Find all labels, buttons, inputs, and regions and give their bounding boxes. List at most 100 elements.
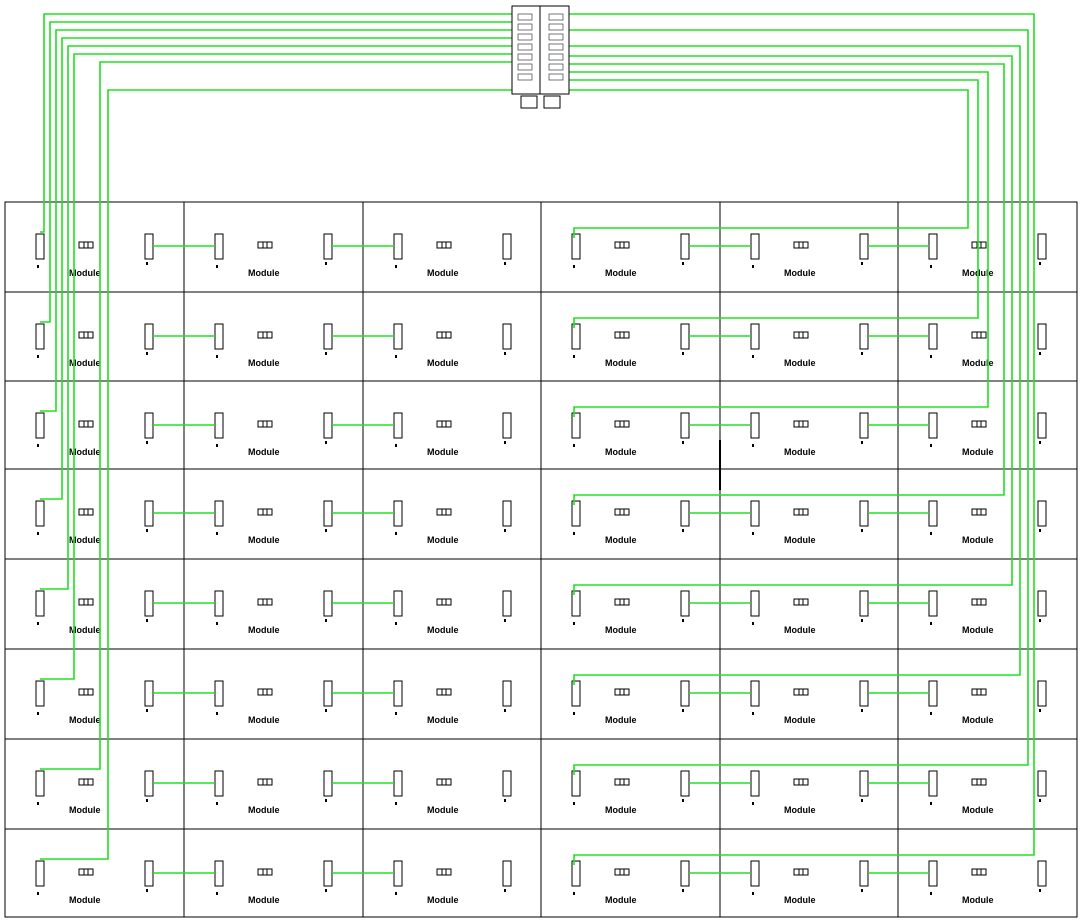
chip-icon xyxy=(793,508,809,516)
module-cell: Module xyxy=(719,201,899,293)
chip-icon xyxy=(793,420,809,428)
chip-icon xyxy=(614,241,630,249)
module-cell: Module xyxy=(183,648,364,740)
right-connector xyxy=(859,680,869,707)
module-label: Module xyxy=(962,535,994,545)
left-connector xyxy=(393,770,403,797)
left-connector-pin xyxy=(216,265,218,268)
right-connector xyxy=(502,770,512,797)
right-connector-pin xyxy=(682,262,684,265)
right-connector xyxy=(144,860,154,887)
module-cell-border xyxy=(719,648,899,740)
chip-icon xyxy=(971,688,987,696)
left-connector-pin xyxy=(930,892,932,895)
right-connector xyxy=(502,412,512,439)
module-cell-border xyxy=(183,738,364,830)
module-cell: Module xyxy=(183,738,364,830)
left-connector-pin xyxy=(395,355,397,358)
right-connector xyxy=(1037,860,1047,887)
left-connector-pin xyxy=(752,712,754,715)
chip-icon xyxy=(257,688,273,696)
left-connector-pin xyxy=(216,622,218,625)
chip-icon xyxy=(436,868,452,876)
module-label: Module xyxy=(248,447,280,457)
left-connector-pin xyxy=(573,265,575,268)
module-label: Module xyxy=(248,535,280,545)
left-connector xyxy=(571,323,581,350)
left-connector xyxy=(571,233,581,260)
left-connector-pin xyxy=(752,355,754,358)
left-connector xyxy=(928,233,938,260)
left-connector-pin xyxy=(930,444,932,447)
module-label: Module xyxy=(248,895,280,905)
module-label: Module xyxy=(784,535,816,545)
left-connector xyxy=(393,323,403,350)
right-connector xyxy=(859,590,869,617)
right-connector xyxy=(680,500,690,527)
right-connector xyxy=(144,233,154,260)
hub-port-right xyxy=(548,33,564,41)
right-connector-pin xyxy=(861,619,863,622)
left-connector-pin xyxy=(752,892,754,895)
module-cell-border xyxy=(4,558,185,650)
right-connector-pin xyxy=(146,441,148,444)
module-cell: Module xyxy=(362,648,542,740)
left-connector xyxy=(928,500,938,527)
right-connector xyxy=(323,500,333,527)
right-connector-pin xyxy=(146,529,148,532)
hub-left-wire xyxy=(40,37,515,500)
module-cell: Module xyxy=(719,648,899,740)
chip-icon xyxy=(614,778,630,786)
right-connector-pin xyxy=(146,709,148,712)
left-connector xyxy=(35,412,45,439)
left-connector-pin xyxy=(216,532,218,535)
left-connector xyxy=(214,500,224,527)
left-connector-pin xyxy=(573,532,575,535)
right-connector-pin xyxy=(682,352,684,355)
connector-hub xyxy=(511,5,570,109)
left-connector xyxy=(393,860,403,887)
left-connector xyxy=(928,590,938,617)
module-label: Module xyxy=(248,358,280,368)
right-connector xyxy=(680,233,690,260)
left-connector xyxy=(35,500,45,527)
chip-icon xyxy=(793,331,809,339)
left-connector xyxy=(750,500,760,527)
left-connector xyxy=(928,323,938,350)
left-connector-pin xyxy=(395,622,397,625)
module-label: Module xyxy=(427,625,459,635)
left-connector xyxy=(35,860,45,887)
chip-icon xyxy=(257,420,273,428)
module-cell-border xyxy=(4,648,185,740)
module-label: Module xyxy=(605,715,637,725)
right-connector xyxy=(323,680,333,707)
chip-icon xyxy=(78,688,94,696)
module-label: Module xyxy=(962,358,994,368)
right-connector xyxy=(144,680,154,707)
module-cell: Module xyxy=(897,558,1078,650)
hub-port-right xyxy=(548,43,564,51)
left-connector-pin xyxy=(395,265,397,268)
module-cell-border xyxy=(540,468,721,560)
module-cell-border xyxy=(362,558,542,650)
left-connector xyxy=(393,500,403,527)
module-cell-border xyxy=(719,201,899,293)
chip-icon xyxy=(793,598,809,606)
right-connector xyxy=(144,500,154,527)
module-label: Module xyxy=(69,535,101,545)
chip-icon xyxy=(257,598,273,606)
module-label: Module xyxy=(784,895,816,905)
module-label: Module xyxy=(427,805,459,815)
module-label: Module xyxy=(962,895,994,905)
right-connector-pin xyxy=(146,262,148,265)
right-connector-pin xyxy=(861,889,863,892)
hub-port-left xyxy=(517,63,533,71)
module-label: Module xyxy=(248,805,280,815)
module-label: Module xyxy=(605,268,637,278)
module-label: Module xyxy=(962,447,994,457)
module-label: Module xyxy=(69,715,101,725)
module-cell: Module xyxy=(362,468,542,560)
module-label: Module xyxy=(69,268,101,278)
chip-icon xyxy=(78,420,94,428)
right-connector xyxy=(680,590,690,617)
